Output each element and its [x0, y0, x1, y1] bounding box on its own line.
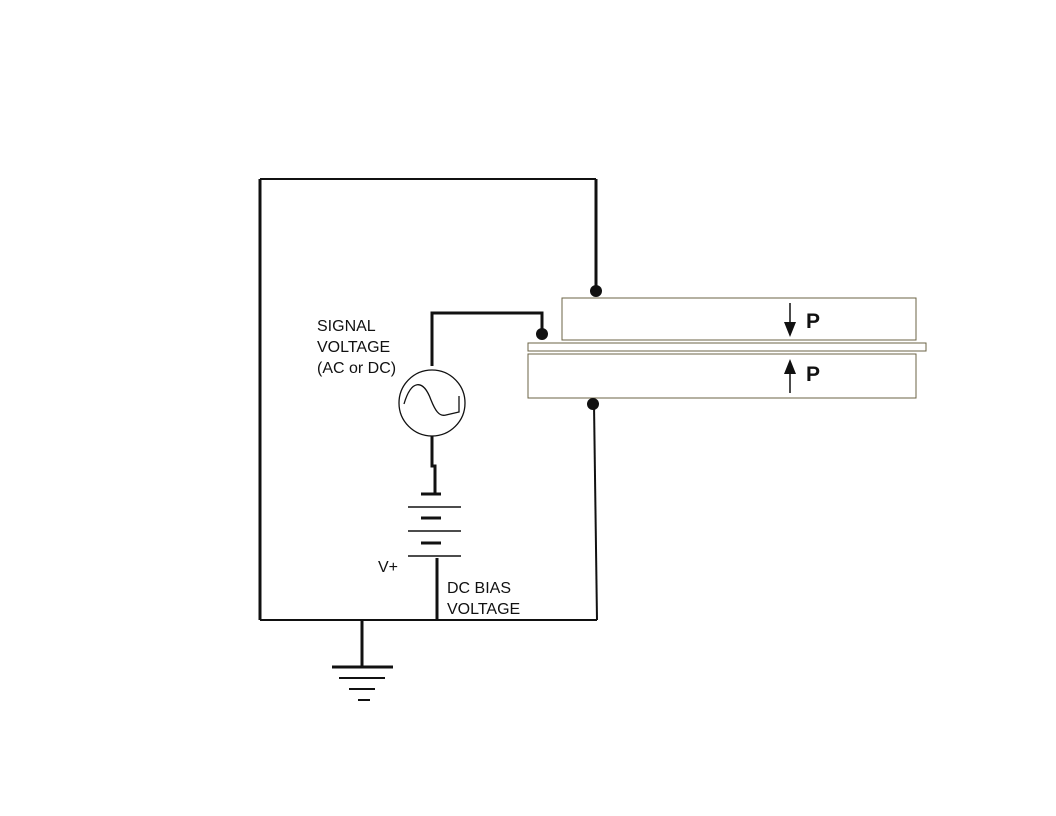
piezo-bimorph — [527, 297, 927, 399]
dc-bias-voltage-label: DC BIAS VOLTAGE — [447, 578, 520, 620]
top-electrode-contact — [590, 285, 602, 297]
ac-source-icon — [398, 369, 466, 494]
arrow-down-icon — [784, 303, 796, 337]
bottom-piezo-layer — [527, 353, 917, 399]
top-piezo-layer — [561, 297, 917, 341]
signal-wire — [430, 311, 544, 366]
signal-voltage-line-2: VOLTAGE — [317, 339, 391, 356]
v-plus-label: V+ — [378, 559, 399, 576]
dc-bias-line-1: DC BIAS — [447, 580, 512, 597]
dc-bias-line-2: VOLTAGE — [447, 601, 521, 618]
signal-voltage-line-1: SIGNAL — [317, 318, 376, 335]
connection-dots — [536, 285, 602, 410]
signal-voltage-label: SIGNAL VOLTAGE (AC or DC) — [317, 316, 396, 379]
signal-voltage-line-3: (AC or DC) — [317, 360, 397, 377]
outer-circuit-wires — [258, 178, 598, 621]
center-electrode-contact — [536, 328, 548, 340]
arrow-up-icon — [784, 359, 796, 393]
center-shim-electrode — [527, 342, 927, 352]
bottom-electrode-contact — [587, 398, 599, 410]
polarization-label-top: P — [806, 310, 821, 333]
battery-icon — [408, 492, 461, 620]
polarization-label-bottom: P — [806, 363, 821, 386]
ground-icon — [332, 620, 393, 701]
polarization-arrows — [784, 303, 796, 393]
